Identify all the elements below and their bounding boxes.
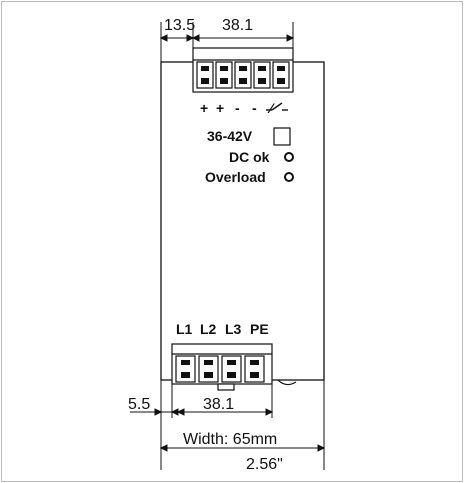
top-terminal-block [192, 47, 294, 93]
overload-led-icon [284, 172, 294, 182]
top-left-offset-label: 13.5 [164, 17, 195, 34]
voltage-adjust-label: 36-42V [207, 128, 253, 144]
terminal-symbol: - [252, 100, 257, 116]
dc-ok-label: DC ok [229, 149, 270, 165]
terminal-symbol: ⁄ [267, 100, 275, 116]
terminal-symbol: + [216, 100, 224, 116]
bottom-left-offset-label: 5.5 [128, 396, 150, 413]
top-terminal-width-label: 38.1 [222, 17, 253, 34]
overload-label: Overload [205, 169, 266, 185]
overall-width-mm-label: Width: 65mm [183, 431, 277, 448]
top-terminal-cells [196, 61, 290, 89]
terminal-symbol: - [235, 100, 240, 116]
dc-ok-led-icon [284, 152, 294, 162]
terminal-symbol: + [200, 100, 208, 116]
top-dimensions [159, 22, 295, 62]
voltage-adjust-potentiometer [273, 127, 291, 146]
bottom-terminal-block [171, 343, 273, 391]
bottom-terminal-labels: L1 L2 L3 PE [176, 321, 269, 337]
terminal-label: PE [250, 321, 269, 337]
terminal-label: L3 [225, 321, 242, 337]
bottom-terminal-width-label: 38.1 [203, 396, 234, 413]
top-terminal-symbols: + + - - ⁄ [200, 100, 275, 116]
relay-contact-icon [266, 102, 288, 111]
terminal-label: L2 [200, 321, 217, 337]
bottom-dimensions [130, 380, 326, 470]
terminal-label: L1 [176, 321, 193, 337]
overall-width-in-label: 2.56" [246, 456, 283, 473]
din-rail-clip [277, 379, 297, 386]
